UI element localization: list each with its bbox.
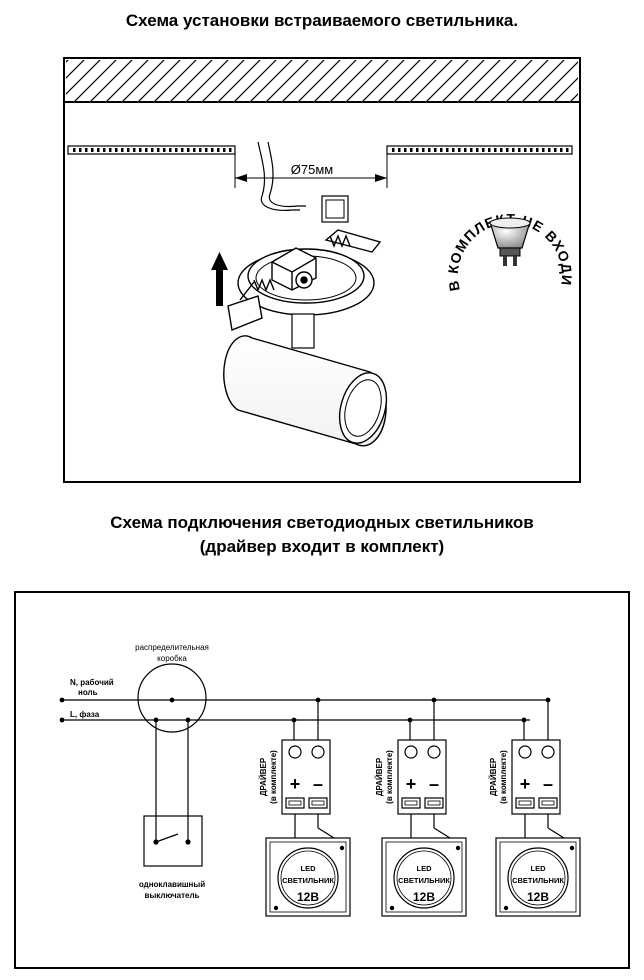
led-label-2: СВЕТИЛЬНИК (282, 876, 334, 885)
luminaire-housing (227, 229, 382, 331)
junction-box-label-2: коробка (157, 654, 187, 663)
driver-label-2: (в комплекте) (269, 750, 278, 804)
driver-plus-terminal: + (406, 774, 417, 794)
luminaire-unit-2: +– ДРАЙВЕР(в комплекте) LED СВЕТИЛЬНИК 12В (375, 697, 467, 917)
single-key-switch (143, 815, 203, 867)
led-label-2: СВЕТИЛЬНИК (398, 876, 450, 885)
phase-label: L, фаза (70, 710, 100, 719)
wiring-title-line2: (драйвер входит в комплект) (199, 537, 445, 556)
luminaire-stem (291, 313, 315, 349)
led-voltage: 12В (413, 890, 435, 904)
driver-plus-terminal: + (290, 774, 301, 794)
luminaire-cylinder (223, 335, 388, 447)
driver-label-2: (в комплекте) (499, 750, 508, 804)
driver-plus-terminal: + (520, 774, 531, 794)
ceiling-hatch (66, 60, 578, 102)
switch-label-2: выключатель (145, 891, 200, 900)
installation-title: Схема установки встраиваемого светильник… (125, 11, 519, 30)
driver-label-1: ДРАЙВЕР (259, 757, 268, 796)
diameter-dimension (234, 148, 388, 188)
neutral-label-1: N, рабочий (70, 678, 114, 687)
led-label-1: LED (417, 864, 433, 873)
up-arrow-icon (211, 252, 228, 306)
switch-label-1: одноклавишный (139, 880, 205, 889)
driver-label-2: (в комплекте) (385, 750, 394, 804)
wiring-frame (14, 591, 630, 969)
driver-minus-terminal: – (313, 774, 323, 794)
led-voltage: 12В (527, 890, 549, 904)
led-label-1: LED (531, 864, 547, 873)
luminaire-unit-1: +– ДРАЙВЕР(в комплекте) LED СВЕТИЛЬНИК 12В (259, 697, 351, 917)
led-label-2: СВЕТИЛЬНИК (512, 876, 564, 885)
driver-minus-terminal: – (543, 774, 553, 794)
wiring-title-line1: Схема подключения светодиодных светильни… (110, 513, 534, 532)
neutral-label-2: ноль (78, 688, 98, 697)
wiring-diagram: распределительная коробка N, рабочий нол… (14, 591, 630, 969)
driver-label-1: ДРАЙВЕР (489, 757, 498, 796)
installation-diagram: Ø75мм (0, 0, 581, 483)
mains-wires (62, 699, 548, 721)
junction-box-label-1: распределительная (135, 643, 209, 652)
led-voltage: 12В (297, 890, 319, 904)
driver-label-1: ДРАЙВЕР (375, 757, 384, 796)
ceiling-panel (67, 145, 573, 155)
led-label-1: LED (301, 864, 317, 873)
luminaire-unit-3: +– ДРАЙВЕР(в комплекте) LED СВЕТИЛЬНИК 12В (489, 697, 581, 917)
diameter-label: Ø75мм (291, 162, 334, 177)
gu10-bulb-icon (489, 217, 531, 266)
ceiling-wires (257, 141, 306, 211)
switch-wires (155, 720, 189, 832)
driver-minus-terminal: – (429, 774, 439, 794)
installation-frame (63, 57, 581, 483)
